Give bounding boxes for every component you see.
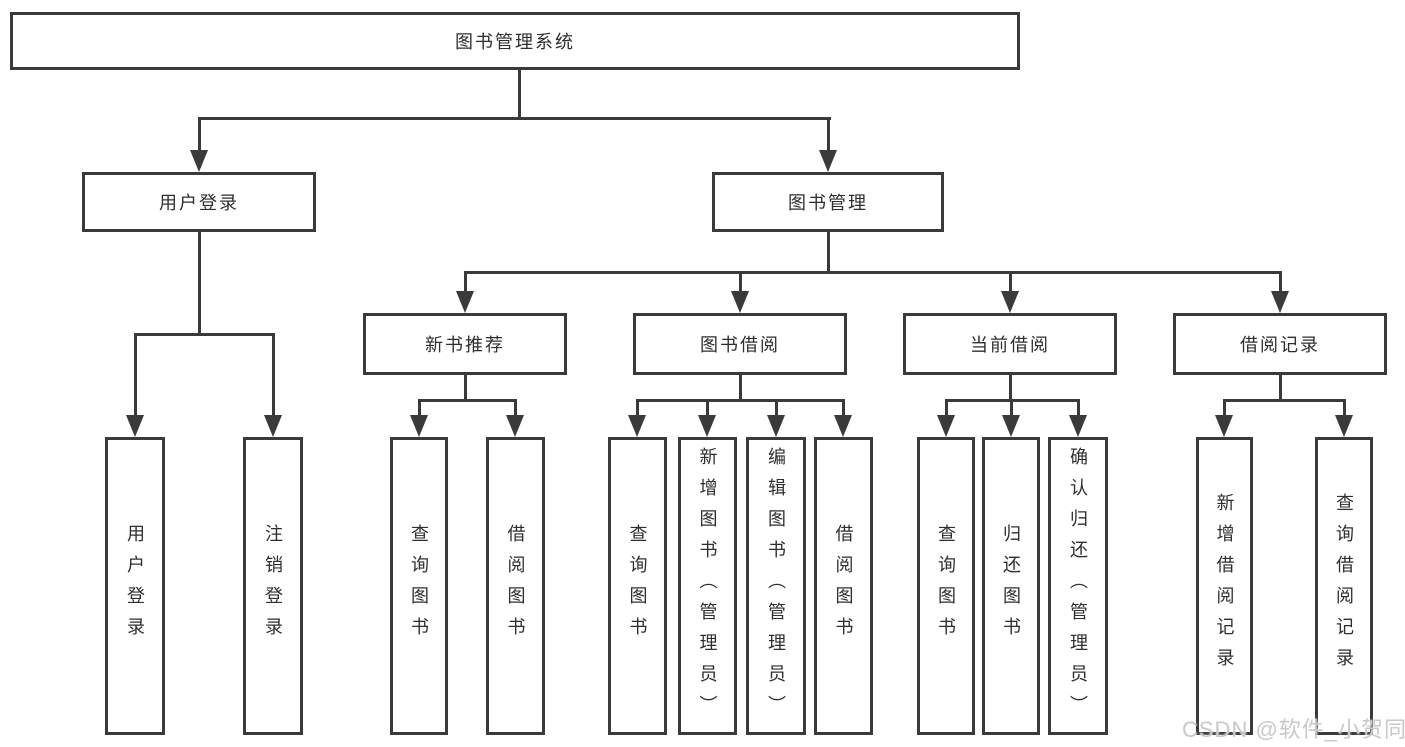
- edge-line: [827, 230, 830, 274]
- edge-line: [464, 271, 1282, 274]
- edge-line: [418, 399, 517, 402]
- edge-line: [198, 230, 201, 336]
- arrow-down-icon: [937, 415, 955, 437]
- edge-line: [636, 399, 845, 402]
- arrow-down-icon: [456, 291, 474, 313]
- edge-line: [945, 399, 948, 417]
- node-current-borrow: 当前借阅: [903, 313, 1117, 375]
- edge-line: [198, 117, 831, 120]
- edge-line: [1223, 399, 1226, 417]
- edge-line: [827, 117, 830, 154]
- edge-line: [1279, 271, 1282, 293]
- node-user-login: 用户登录: [82, 172, 316, 232]
- arrow-down-icon: [1001, 291, 1019, 313]
- arrow-down-icon: [1215, 415, 1233, 437]
- arrow-down-icon: [410, 415, 428, 437]
- node-book-management: 图书管理: [712, 172, 944, 232]
- edge-line: [739, 373, 742, 402]
- arrow-down-icon: [767, 415, 785, 437]
- leaf-borrow-book: 借阅图书: [814, 437, 873, 735]
- edge-line: [636, 399, 639, 417]
- edge-line: [134, 333, 275, 336]
- leaf-query-borrow-record: 查询借阅记录: [1315, 437, 1373, 735]
- leaf-borrow-book-recommend: 借阅图书: [486, 437, 545, 735]
- watermark: CSDN @软件_小贺同学: [1182, 717, 1405, 742]
- edge-line: [1223, 399, 1346, 402]
- edge-line: [134, 333, 137, 417]
- leaf-user-login: 用户登录: [105, 437, 165, 735]
- leaf-logout: 注销登录: [243, 437, 303, 735]
- node-new-book-recommend: 新书推荐: [363, 313, 567, 375]
- edge-line: [1279, 373, 1282, 402]
- arrow-down-icon: [1271, 291, 1289, 313]
- node-book-borrow: 图书借阅: [633, 313, 847, 375]
- edge-line: [464, 373, 467, 402]
- arrow-down-icon: [190, 150, 208, 172]
- arrow-down-icon: [126, 415, 144, 437]
- leaf-add-borrow-record: 新增借阅记录: [1196, 437, 1253, 735]
- edge-line: [1009, 373, 1012, 402]
- edge-line: [775, 399, 778, 417]
- arrow-down-icon: [698, 415, 716, 437]
- leaf-query-book-borrow: 查询图书: [608, 437, 667, 735]
- leaf-return-book: 归还图书: [982, 437, 1040, 735]
- leaf-confirm-return-admin: 确认归还（管理员）: [1048, 437, 1108, 735]
- edge-line: [514, 399, 517, 417]
- leaf-add-book-admin: 新增图书（管理员）: [678, 437, 737, 735]
- edge-line: [842, 399, 845, 417]
- leaf-query-book-current: 查询图书: [917, 437, 975, 735]
- arrow-down-icon: [1335, 415, 1353, 437]
- arrow-down-icon: [628, 415, 646, 437]
- arrow-down-icon: [1002, 415, 1020, 437]
- node-root: 图书管理系统: [10, 12, 1020, 70]
- arrow-down-icon: [731, 291, 749, 313]
- edge-line: [272, 333, 275, 417]
- arrow-down-icon: [506, 415, 524, 437]
- edge-line: [464, 271, 467, 293]
- edge-line: [418, 399, 421, 417]
- arrow-down-icon: [834, 415, 852, 437]
- edge-line: [1343, 399, 1346, 417]
- leaf-edit-book-admin: 编辑图书（管理员）: [746, 437, 806, 735]
- edge-line: [1010, 399, 1013, 417]
- node-borrow-record: 借阅记录: [1173, 313, 1387, 375]
- edge-line: [1077, 399, 1080, 417]
- leaf-query-book-recommend: 查询图书: [390, 437, 448, 735]
- arrow-down-icon: [1069, 415, 1087, 437]
- arrow-down-icon: [819, 150, 837, 172]
- edge-line: [198, 117, 201, 154]
- arrow-down-icon: [264, 415, 282, 437]
- edge-line: [739, 271, 742, 293]
- edge-line: [518, 68, 521, 119]
- edge-line: [1009, 271, 1012, 293]
- edge-line: [706, 399, 709, 417]
